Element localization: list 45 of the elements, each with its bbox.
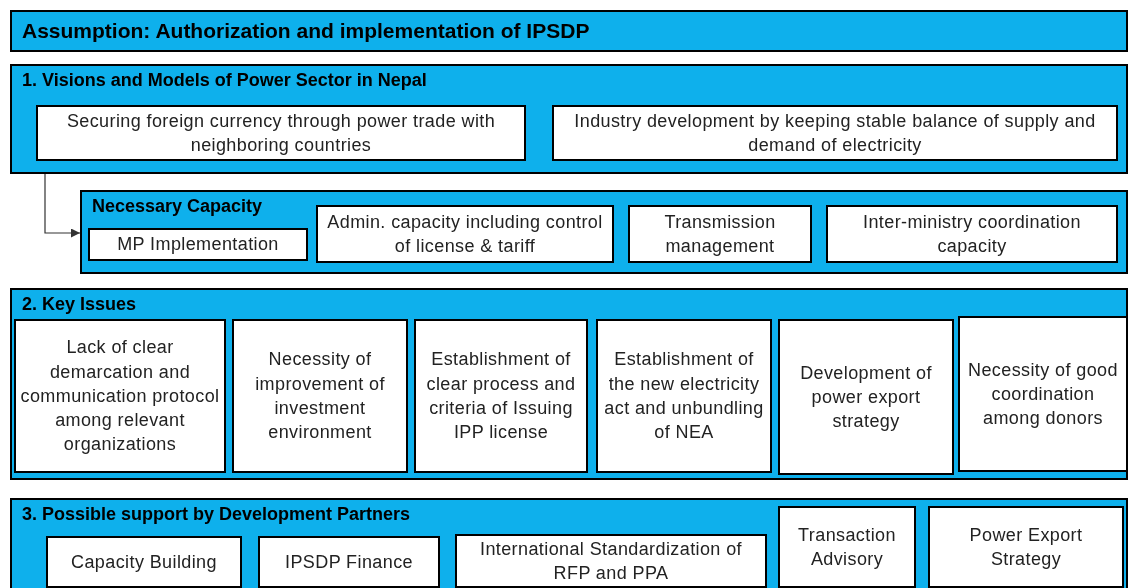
text-box <box>232 319 408 473</box>
box-label: Securing foreign currency through power trade with neighboring countries <box>65 109 497 157</box>
text-box <box>928 506 1124 588</box>
text-box <box>628 205 812 263</box>
section-heading: 1. Visions and Models of Power Sector in Nepal <box>22 70 427 91</box>
section-heading: 2. Key Issues <box>22 294 137 315</box>
box-label: Transaction Advisory <box>797 523 897 571</box>
text-box <box>778 319 954 475</box>
text-box <box>36 105 526 161</box>
box-label: Development of power export strategy <box>799 361 933 434</box>
assumption-banner <box>10 10 1128 52</box>
section-heading: Assumption: Authorization and implementation of IPSDP <box>22 19 590 43</box>
section-band <box>10 288 1128 480</box>
text-box <box>316 205 614 263</box>
text-box <box>552 105 1118 161</box>
arrow <box>44 173 81 238</box>
text-box <box>14 319 226 473</box>
text-box <box>46 536 242 588</box>
box-label: Admin. capacity including control of license & tariff <box>326 210 604 258</box>
box-label: Establishment of the new electricity act and unbundling of NEA <box>603 348 765 445</box>
section-band <box>80 190 1128 274</box>
box-label: Necessity of improvement of investment environment <box>254 348 386 445</box>
box-label: Necessity of good coordination among donors <box>967 358 1119 431</box>
text-box <box>88 228 308 261</box>
text-box <box>414 319 588 473</box>
box-label: Capacity Building <box>71 550 217 574</box>
text-box <box>826 205 1118 263</box>
box-label: Transmission management <box>663 210 777 258</box>
section-band <box>10 498 1128 588</box>
box-label: International Standardization of RFP and PPA <box>479 537 743 585</box>
box-label: MP Implementation <box>117 233 279 257</box>
section-heading: 3. Possible support by Development Partners <box>22 504 411 525</box>
text-box <box>778 506 916 588</box>
text-box <box>258 536 440 588</box>
box-label: IPSDP Finance <box>285 550 413 574</box>
box-label: Establishment of clear process and criteria of Issuing IPP license <box>425 348 577 445</box>
box-label: Power Export Strategy <box>968 523 1084 571</box>
text-box <box>596 319 772 473</box>
text-box <box>958 316 1128 472</box>
section-band <box>10 64 1128 174</box>
text-box <box>455 534 767 588</box>
box-label: Lack of clear demarcation and communication protocol among relevant organizations <box>20 336 220 457</box>
box-label: Industry development by keeping stable balance of supply and demand of electricity <box>573 109 1097 157</box>
section-heading: Necessary Capacity <box>92 196 263 217</box>
box-label: Inter-ministry coordination capacity <box>862 210 1082 258</box>
